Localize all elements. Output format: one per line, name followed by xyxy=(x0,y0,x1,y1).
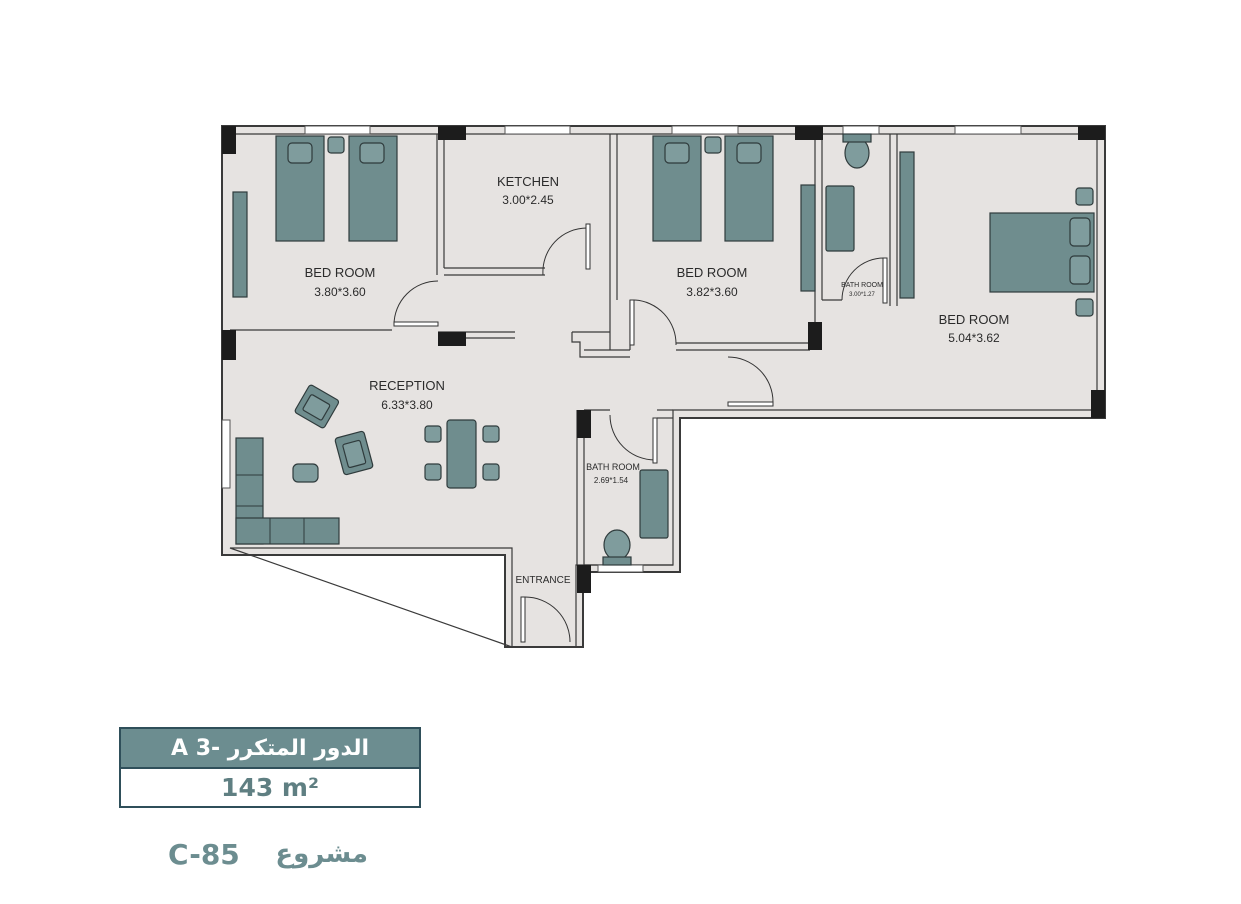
bathroom-2-label: BATH ROOM xyxy=(586,462,640,472)
reception-dims: 6.33*3.80 xyxy=(381,398,433,412)
bedroom-3-dims: 5.04*3.62 xyxy=(948,331,1000,345)
reception-label: RECEPTION xyxy=(369,378,445,393)
structural-pillars xyxy=(222,126,1105,593)
furniture xyxy=(232,133,1095,566)
project-word: مشروع xyxy=(275,839,368,869)
bedroom-1-label: BED ROOM xyxy=(305,265,376,280)
entrance-label: ENTRANCE xyxy=(515,575,570,586)
project-label: C-85 مشروع xyxy=(168,834,368,874)
project-code: C-85 xyxy=(168,837,240,871)
bathroom-small-label: BATH ROOM xyxy=(841,282,883,289)
kitchen-dims: 3.00*2.45 xyxy=(502,193,554,207)
floor-title: الدور المتكرر -A 3 xyxy=(121,729,419,769)
bedroom-3-label: BED ROOM xyxy=(939,312,1010,327)
doors xyxy=(393,223,888,643)
unit-area: 143 m² xyxy=(221,773,319,802)
bathroom-2-dims: 2.69*1.54 xyxy=(594,476,629,485)
bedroom-2-label: BED ROOM xyxy=(677,265,748,280)
bedroom-2-dims: 3.82*3.60 xyxy=(686,285,738,299)
unit-info-box: الدور المتكرر -A 3 143 m² xyxy=(119,727,421,808)
kitchen-label: KETCHEN xyxy=(497,174,559,189)
bathroom-small-dims: 3.00*1.27 xyxy=(849,292,875,298)
bedroom-1-dims: 3.80*3.60 xyxy=(314,285,366,299)
